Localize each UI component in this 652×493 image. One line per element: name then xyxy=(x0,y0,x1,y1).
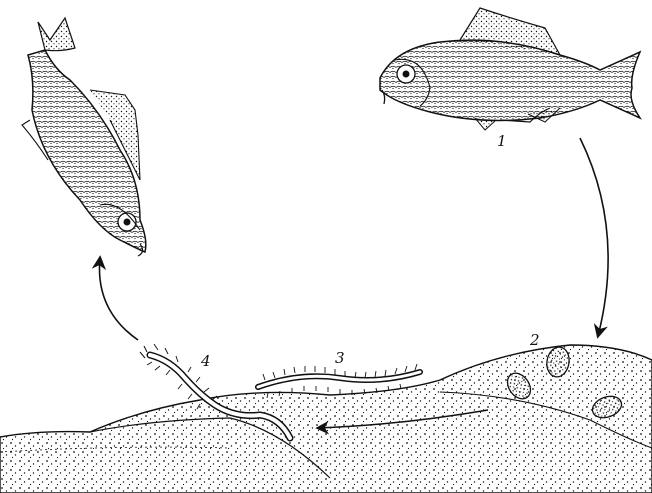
stage-label-2: 2 xyxy=(530,333,540,348)
adult-fish-1 xyxy=(380,8,640,130)
arrow-worm-to-fish xyxy=(99,258,138,340)
stage-label-4: 4 xyxy=(201,354,211,369)
stage-label-1: 1 xyxy=(497,134,507,149)
adult-fish-2 xyxy=(22,18,146,256)
arrow-fish-to-eggs xyxy=(580,138,608,336)
stage-label-3: 3 xyxy=(335,351,345,366)
